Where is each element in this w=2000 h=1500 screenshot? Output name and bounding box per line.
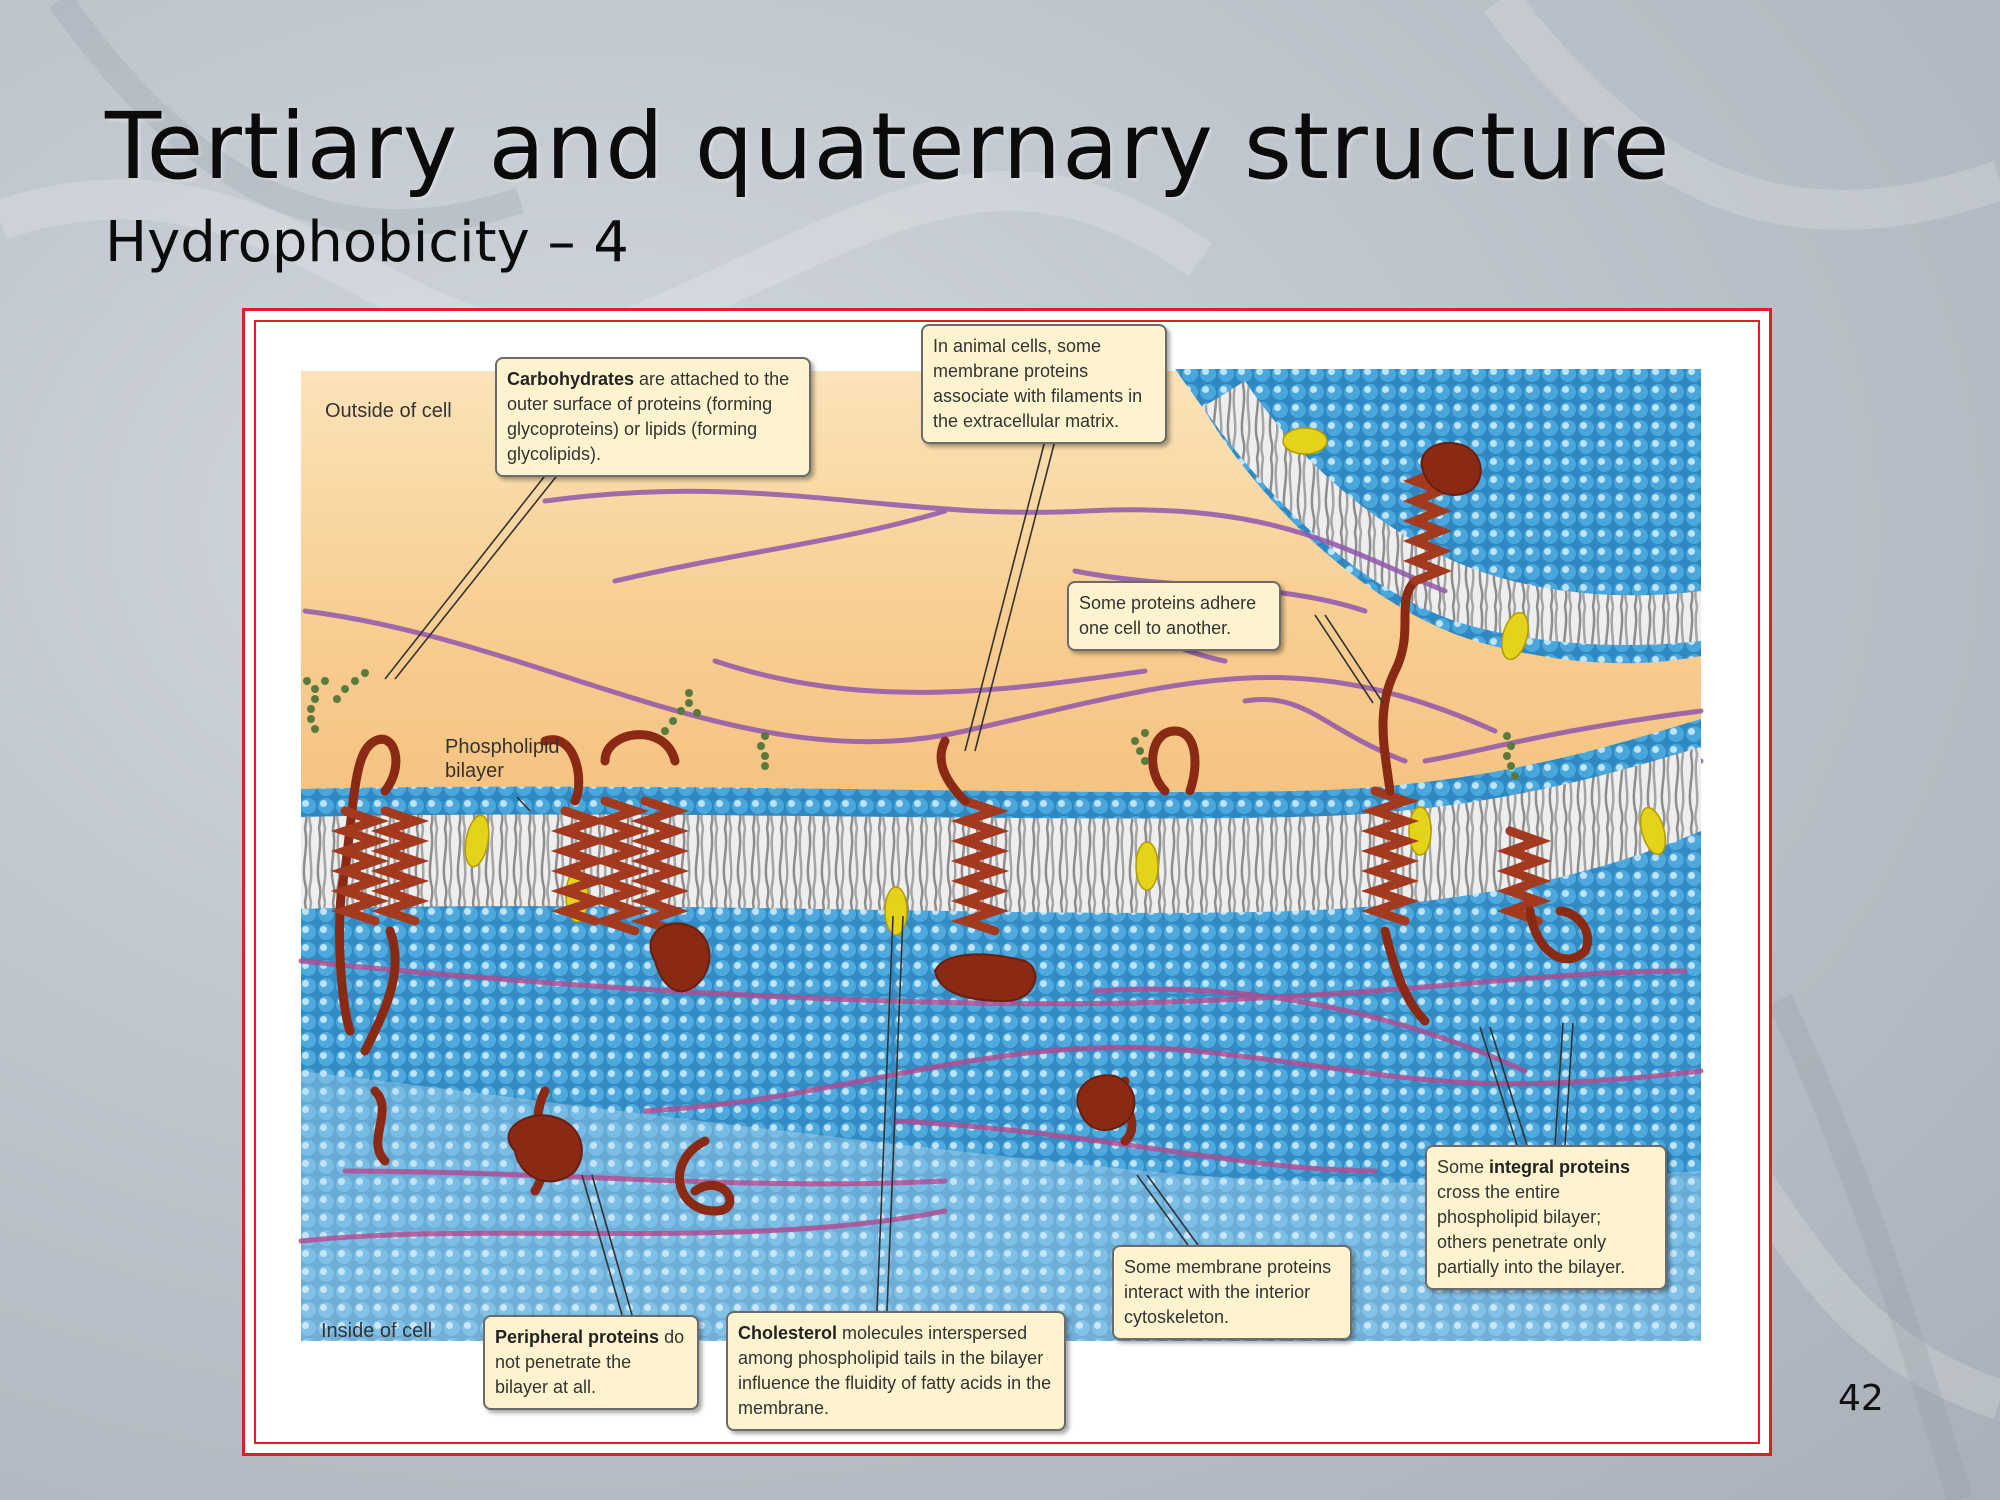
carbohydrate-chains	[303, 669, 1519, 780]
slide-title: Tertiary and quaternary structure	[105, 93, 1671, 200]
adhere-callout: Some proteins adhere one cell to another…	[1067, 581, 1281, 651]
cholesterol-callout: Cholesterol molecules interspersed among…	[726, 1311, 1066, 1431]
figure-inner-border	[254, 320, 1760, 1444]
integral-proteins-callout: Some integral proteins cross the entire …	[1425, 1145, 1667, 1290]
cytoskeleton-filaments	[298, 958, 1704, 1244]
globular-proteins	[507, 441, 1482, 1183]
inside-of-cell-label: Inside of cell	[321, 1320, 433, 1342]
phospholipid-bilayer-label: Phospholipid bilayer	[445, 736, 560, 782]
cytoskeleton-callout: Some membrane proteins interact with the…	[1112, 1245, 1352, 1340]
slide-page-number: 42	[1838, 1378, 1884, 1419]
membrane-illustration	[298, 369, 1704, 1341]
slide-subtitle: Hydrophobicity – 4	[105, 210, 629, 275]
phospholipid-bilayer	[301, 719, 1701, 1341]
membrane-figure: Outside of cell Inside of cell Phospholi…	[242, 308, 1772, 1456]
carbohydrates-callout: Carbohydrates are attached to the outer …	[495, 357, 811, 477]
callout-leader-lines	[384, 420, 1574, 1316]
peripheral-proteins-callout: Peripheral proteins do not penetrate the…	[483, 1315, 699, 1410]
outside-of-cell-label: Outside of cell	[325, 400, 452, 422]
filaments-callout: In animal cells, some membrane proteins …	[921, 324, 1167, 444]
